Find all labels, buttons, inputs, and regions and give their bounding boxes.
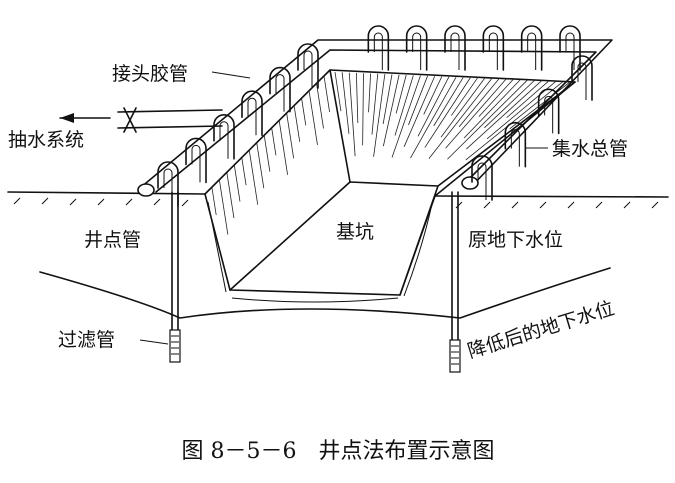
ground-hatching: [13, 197, 659, 209]
hatch-stroke: [478, 79, 514, 117]
well-point-hose: [520, 25, 543, 71]
hatch-stroke: [463, 79, 521, 139]
hatch-stroke: [316, 83, 324, 129]
well-point-hose: [185, 137, 207, 184]
well-points: [157, 25, 593, 207]
hatch-stroke: [308, 90, 318, 145]
hatch-stroke: [410, 76, 457, 159]
hatch-stroke: [447, 79, 528, 160]
well-point-hose: [471, 155, 493, 201]
hatch-stroke: [423, 76, 443, 115]
hatch-stroke: [451, 77, 478, 116]
hatch-stroke: [371, 73, 379, 135]
hatch-stroke: [484, 80, 535, 129]
hatch-stroke: [241, 158, 247, 186]
well-point-hose: [559, 25, 581, 71]
label-pumping-system: 抽水系统: [8, 129, 84, 151]
label-well-point-pipe: 井点管: [84, 229, 141, 251]
hatch-stroke: [395, 74, 407, 114]
well-point-hose: [537, 88, 560, 135]
well-point-hose: [405, 25, 428, 71]
hatch-stroke: [348, 72, 356, 157]
well-point-hose: [571, 55, 593, 101]
hatch-stroke: [445, 79, 507, 149]
hatch-stroke: [286, 113, 295, 159]
pit-wall-hatching: [211, 71, 571, 235]
hatch-stroke: [417, 76, 450, 137]
label-foundation-pit: 基坑: [336, 221, 374, 243]
header-pipe-ring: [137, 39, 613, 197]
hatch-stroke: [248, 150, 259, 205]
hatch-stroke: [465, 81, 564, 161]
hatch-stroke: [341, 72, 350, 134]
well-point-pipes: [169, 191, 461, 373]
well-point-hose: [157, 161, 179, 207]
hatch-stroke: [466, 80, 542, 150]
hatch-stroke: [334, 71, 342, 112]
hatch-stroke: [278, 120, 288, 175]
pit-bottom-texture: [207, 201, 433, 303]
well-point-hose: [367, 25, 390, 71]
hatch-stroke: [428, 78, 492, 159]
lowered-water-table-curve: [39, 267, 611, 319]
hatch-stroke: [391, 75, 421, 158]
hatch-stroke: [234, 165, 241, 202]
hatch-stroke: [373, 74, 386, 157]
well-point-hose: [482, 25, 505, 71]
hatch-stroke: [211, 187, 217, 216]
hatch-stroke: [301, 98, 307, 126]
leader-lines: [139, 71, 548, 345]
well-point-hose: [504, 121, 527, 168]
well-point-hose: [241, 90, 263, 136]
hatch-stroke: [226, 173, 235, 219]
hatch-stroke: [506, 80, 549, 119]
hatch-stroke: [509, 81, 571, 130]
label-original-water-table: 原地下水位: [468, 229, 563, 251]
foundation-pit-section: [204, 69, 576, 303]
hatch-stroke: [219, 180, 229, 235]
figure-caption: 图 8－5－6 井点法布置示意图: [182, 439, 495, 464]
hatch-stroke: [424, 77, 471, 148]
hatch-stroke: [440, 78, 485, 138]
hatch-stroke: [271, 128, 277, 156]
hatch-stroke: [355, 72, 359, 123]
label-joint-hose: 接头胶管: [112, 63, 188, 85]
ground-surface: [7, 191, 669, 209]
well-point-hose: [269, 66, 291, 113]
hatch-stroke: [394, 75, 414, 136]
label-lowered-water-table: 降低后的地下水位: [465, 297, 617, 362]
pumping-outlet: [59, 107, 223, 133]
hatch-stroke: [458, 78, 500, 128]
label-filter-pipe: 过滤管: [58, 329, 115, 351]
label-header-pipe: 集水总管: [552, 138, 628, 160]
hatch-stroke: [256, 143, 265, 189]
hatch-stroke: [362, 73, 364, 146]
hatch-stroke: [382, 74, 393, 125]
hatch-stroke: [263, 135, 271, 172]
hatch-stroke: [382, 74, 400, 147]
hatch-stroke: [323, 75, 330, 113]
well-point-hose: [297, 43, 319, 89]
well-point-hose: [444, 25, 466, 71]
hatch-stroke: [433, 77, 464, 127]
hatch-stroke: [293, 105, 301, 142]
well-point-hose: [213, 114, 235, 160]
hatch-stroke: [368, 73, 372, 113]
hatch-stroke: [408, 75, 428, 126]
hatch-stroke: [403, 76, 436, 147]
